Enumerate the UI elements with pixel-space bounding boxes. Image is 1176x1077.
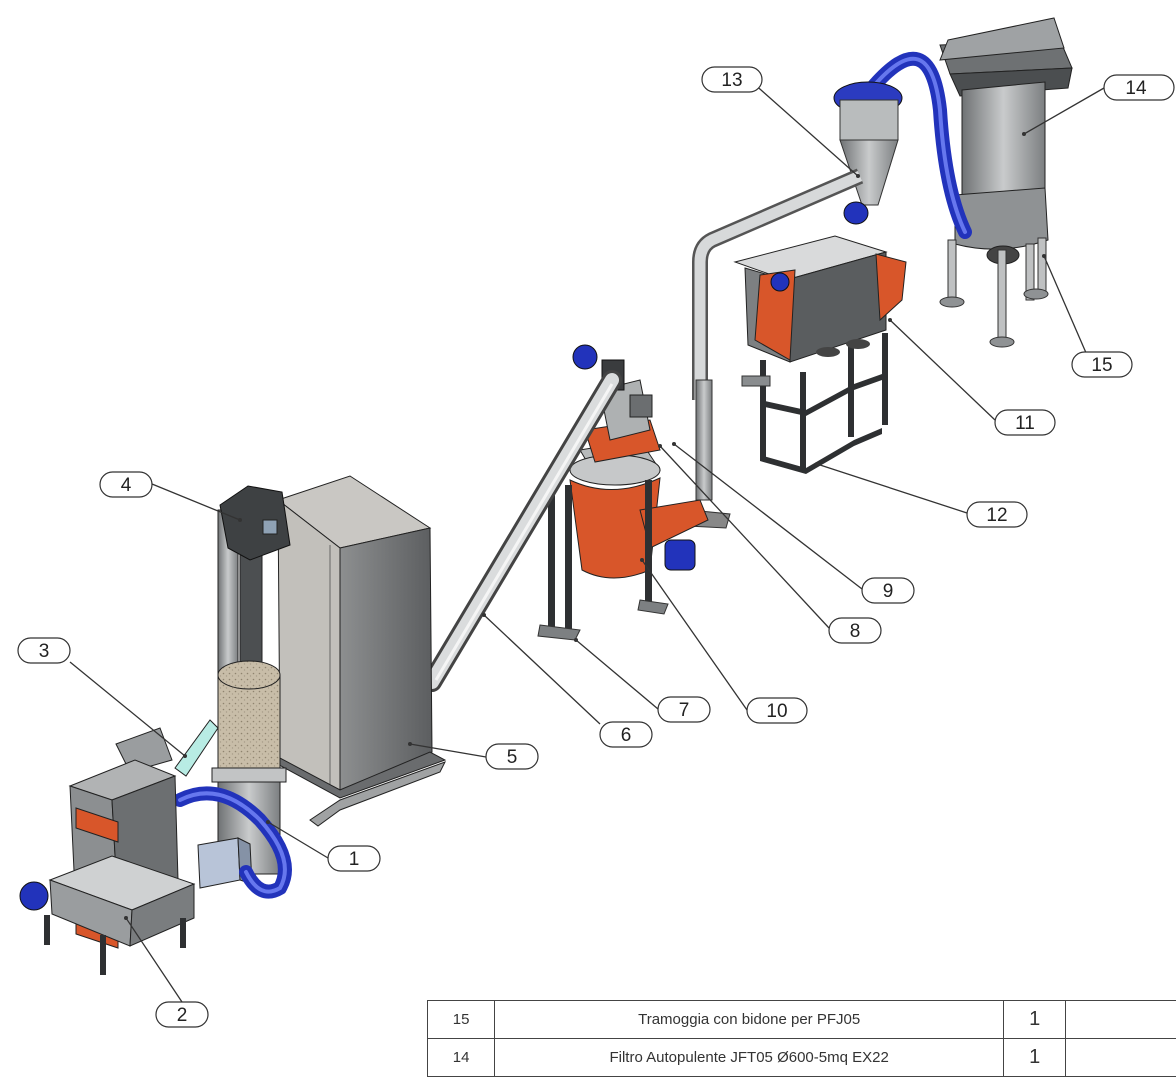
bill-of-materials: 15 Tramoggia con bidone per PFJ05 1 14 F… — [427, 1000, 1176, 1077]
bom-description: Tramoggia con bidone per PFJ05 — [495, 1001, 1004, 1039]
balloon-14: 14 — [1104, 75, 1174, 100]
balloon-7: 7 — [658, 697, 710, 722]
bom-description: Filtro Autopulente JFT05 Ø600-5mq EX22 — [495, 1039, 1004, 1077]
balloon-10: 10 — [747, 698, 807, 723]
storage-tank — [198, 661, 286, 888]
bom-quantity: 1 — [1004, 1001, 1066, 1039]
balloon-9-label: 9 — [883, 581, 894, 602]
balloon-2: 2 — [156, 1002, 208, 1027]
bom-note — [1066, 1001, 1176, 1039]
balloon-2-label: 2 — [177, 1005, 188, 1026]
balloon-5: 5 — [486, 744, 538, 769]
balloon-1-label: 1 — [349, 849, 360, 870]
assembly-drawing: 1 2 3 4 5 6 7 8 9 10 11 12 13 14 15 — [0, 0, 1176, 1032]
balloon-13-label: 13 — [721, 70, 742, 91]
storage-silo — [270, 476, 445, 826]
balloon-3: 3 — [18, 638, 70, 663]
balloon-12-label: 12 — [986, 505, 1007, 526]
balloon-8: 8 — [829, 618, 881, 643]
balloon-4: 4 — [100, 472, 152, 497]
balloon-6-label: 6 — [621, 725, 632, 746]
balloon-7-label: 7 — [679, 700, 690, 721]
balloon-4-label: 4 — [121, 475, 132, 496]
balloon-8-label: 8 — [850, 621, 861, 642]
filter-unit — [940, 18, 1072, 347]
balloon-9: 9 — [862, 578, 914, 603]
balloon-11-label: 11 — [1015, 413, 1035, 434]
separator-unit — [735, 236, 906, 474]
balloon-6: 6 — [600, 722, 652, 747]
balloon-11: 11 — [995, 410, 1055, 435]
dosing-unit — [20, 720, 218, 975]
balloon-15: 15 — [1072, 352, 1132, 377]
bom-item-number: 14 — [428, 1039, 495, 1077]
bom-item-number: 15 — [428, 1001, 495, 1039]
cyclone-unit — [834, 59, 965, 232]
balloon-15-label: 15 — [1091, 355, 1112, 376]
bom-note — [1066, 1039, 1176, 1077]
balloon-13: 13 — [702, 67, 762, 92]
balloon-3-label: 3 — [39, 641, 50, 662]
bom-quantity: 1 — [1004, 1039, 1066, 1077]
balloon-1: 1 — [328, 846, 380, 871]
bom-row: 14 Filtro Autopulente JFT05 Ø600-5mq EX2… — [428, 1039, 1176, 1077]
mill-unit — [538, 345, 708, 640]
balloon-14-label: 14 — [1125, 78, 1147, 99]
balloon-5-label: 5 — [507, 747, 518, 768]
balloon-10-label: 10 — [766, 701, 787, 722]
bom-row: 15 Tramoggia con bidone per PFJ05 1 — [428, 1001, 1176, 1039]
balloon-12: 12 — [967, 502, 1027, 527]
